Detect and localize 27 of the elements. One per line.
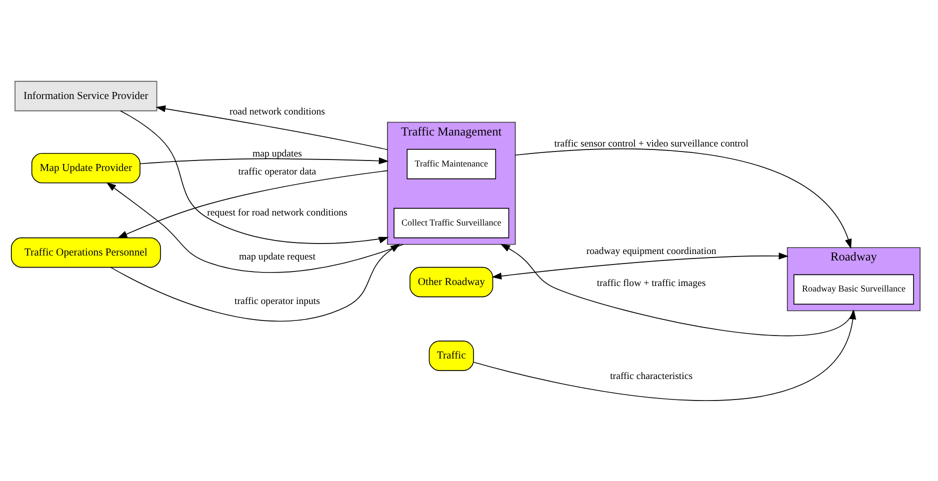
arrow (492, 252, 789, 279)
edge-label: request for road network conditions (207, 206, 348, 218)
node-box: Map Update Provider (31, 152, 140, 183)
arrow (473, 309, 856, 400)
arrow (106, 182, 404, 272)
node-box: Traffic (428, 340, 474, 370)
arrow (500, 243, 854, 336)
arrow (117, 170, 388, 238)
arrow (140, 156, 389, 164)
node-box: Other Roadway (410, 266, 494, 297)
node-box: Traffic Operations Personnel (10, 236, 161, 268)
arrow (514, 148, 852, 248)
node-box: Information Service Provider (14, 80, 158, 111)
edge-label: road network conditions (229, 106, 326, 118)
node-box: Traffic Maintenance (406, 148, 496, 179)
edge-label: map update request (239, 251, 316, 262)
edge-label: traffic operator data (238, 166, 316, 177)
edge-label: traffic sensor control + video surveillance control (554, 138, 748, 150)
node-box: Collect Traffic Surveillance (394, 207, 510, 238)
edge-label: roadway equipment coordination (586, 245, 716, 256)
arrow (156, 104, 388, 150)
arrow (120, 110, 389, 244)
edge-label: map updates (252, 148, 302, 159)
edge-label: traffic flow + traffic images (596, 277, 706, 288)
node-box: Roadway Basic Surveillance (794, 274, 914, 304)
edge-label: traffic characteristics (610, 370, 693, 382)
edge-label: traffic operator inputs (234, 295, 320, 306)
